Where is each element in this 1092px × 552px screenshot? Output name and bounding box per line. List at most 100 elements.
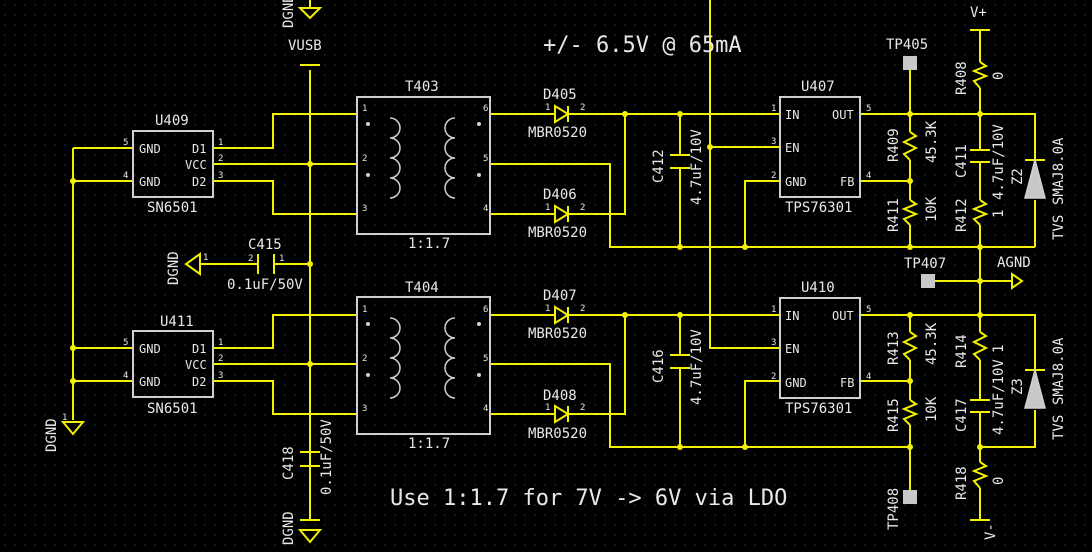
- r415-ref: R415: [886, 398, 902, 432]
- capacitor-c416[interactable]: C416 4.7uF/10V: [651, 329, 705, 405]
- svg-text:1: 1: [279, 254, 284, 264]
- note-annotation: Use 1:1.7 for 7V -> 6V via LDO: [390, 486, 787, 511]
- svg-text:1: 1: [545, 103, 550, 113]
- transformer-t404[interactable]: T404 1:1.7 1 2 3 6 5 4: [356, 280, 491, 452]
- c416-value: 4.7uF/10V: [689, 329, 705, 405]
- resistor-r415[interactable]: R415 10K: [886, 396, 940, 432]
- agnd-symbol: AGND: [997, 255, 1031, 290]
- u411-part: SN6501: [147, 401, 198, 417]
- u409-pin-gnd2: GND: [139, 175, 161, 189]
- r418-value: 0: [991, 477, 1007, 485]
- resistor-r408[interactable]: R408 0: [954, 61, 1007, 95]
- c418-ref: C418: [281, 446, 297, 480]
- dgnd-mid-symbol: DGND 1: [166, 251, 208, 285]
- svg-text:1: 1: [545, 304, 550, 314]
- pin-number: 2: [362, 354, 367, 364]
- u410-pin-in: IN: [785, 309, 799, 323]
- pin-number: 2: [218, 354, 223, 364]
- svg-text:1: 1: [203, 253, 208, 263]
- resistor-r413[interactable]: R413 45.3K: [886, 322, 940, 365]
- resistor-r412[interactable]: R412 1: [954, 198, 1007, 232]
- pin-number: 6: [483, 305, 488, 315]
- pin-number: 5: [866, 305, 871, 315]
- resistor-r418[interactable]: R418 0: [954, 461, 1007, 500]
- t404-ratio: 1:1.7: [408, 436, 450, 452]
- pin-number: 4: [866, 171, 871, 181]
- u409-ref: U409: [155, 113, 189, 129]
- pin-number: 4: [483, 404, 488, 414]
- capacitor-c417[interactable]: C417 4.7uF/10V: [954, 359, 1007, 435]
- u407-pin-out: OUT: [832, 108, 854, 122]
- pin-number: 5: [123, 138, 128, 148]
- z3-type: TVS: [1051, 415, 1067, 440]
- pin-number: 1: [362, 104, 367, 114]
- u410-pin-out: OUT: [832, 309, 854, 323]
- pin-number: 2: [218, 154, 223, 164]
- pin-number: 3: [362, 204, 367, 214]
- d405-part: MBR0520: [528, 125, 587, 141]
- driver-u411[interactable]: U411 SN6501 GND GND D1 VCC D2 5 4 1 2 3: [123, 314, 223, 417]
- vplus-symbol: V+: [970, 5, 990, 31]
- r415-value: 10K: [924, 396, 940, 422]
- r413-value: 45.3K: [924, 322, 940, 365]
- z2-type: TVS: [1051, 215, 1067, 240]
- u411-pin-vcc: VCC: [185, 358, 207, 372]
- pin-number: 2: [362, 154, 367, 164]
- r412-value: 1: [991, 210, 1007, 218]
- pin-number: 3: [771, 338, 776, 348]
- transformer-t403[interactable]: T403 1:1.7 1 2 3 6 5 4: [356, 79, 491, 252]
- capacitor-c418[interactable]: C418 0.1uF/50V: [281, 419, 335, 495]
- svg-text:2: 2: [580, 103, 585, 113]
- capacitor-c411[interactable]: C411 4.7uF/10V: [954, 124, 1007, 200]
- pin-number: 3: [218, 171, 223, 181]
- u411-ref: U411: [160, 314, 194, 330]
- pin-number: 1: [771, 104, 776, 114]
- regulator-u407[interactable]: U407 TPS76301 IN EN GND OUT FB 1 3 2 5 4: [771, 79, 871, 216]
- tvs-z3[interactable]: Z3 TVS SMAJ8.0A: [1010, 337, 1067, 440]
- d407-part: MBR0520: [528, 326, 587, 342]
- wires: [72, 0, 1036, 521]
- u410-part: TPS76301: [785, 401, 852, 417]
- pin-number: 4: [483, 204, 488, 214]
- tvs-z2[interactable]: Z2 TVS SMAJ8.0A: [1010, 137, 1067, 240]
- resistor-r414[interactable]: R414 1: [954, 331, 1007, 368]
- dgnd-bottom-symbol: DGND: [281, 511, 323, 545]
- pin-number: 1: [771, 305, 776, 315]
- title-annotation: +/- 6.5V @ 65mA: [543, 33, 742, 58]
- c412-value: 4.7uF/10V: [689, 129, 705, 205]
- resistor-r409[interactable]: R409 45.3K: [886, 120, 940, 163]
- testpoint-tp405[interactable]: TP405: [886, 37, 928, 80]
- dgnd-bottom-label: DGND: [281, 511, 297, 545]
- r414-ref: R414: [954, 334, 970, 368]
- resistor-r411[interactable]: R411 10K: [886, 196, 940, 232]
- c417-ref: C417: [954, 398, 970, 432]
- junctions: [70, 111, 983, 450]
- driver-u409[interactable]: U409 SN6501 GND GND D1 VCC D2 5 4 1 2 3: [123, 113, 223, 216]
- pin-number: 2: [771, 372, 776, 382]
- u407-pin-fb: FB: [840, 175, 854, 189]
- dgnd-mid-label: DGND: [166, 251, 182, 285]
- z3-ref: Z3: [1010, 378, 1026, 395]
- vplus-label: V+: [970, 5, 987, 21]
- regulator-u410[interactable]: U410 TPS76301 IN EN GND OUT FB 1 3 2 5 4: [771, 280, 871, 417]
- r412-ref: R412: [954, 198, 970, 232]
- testpoint-tp408[interactable]: TP408: [886, 480, 917, 530]
- r413-ref: R413: [886, 331, 902, 365]
- testpoint-tp407[interactable]: TP407: [904, 256, 946, 288]
- u409-pin-d2: D2: [192, 175, 206, 189]
- capacitor-c415[interactable]: C415 0.1uF/50V 2 1: [227, 237, 303, 293]
- c417-value: 4.7uF/10V: [991, 359, 1007, 435]
- pin-number: 1: [218, 338, 223, 348]
- dgnd-left-label: DGND: [44, 418, 60, 452]
- pin-number: 5: [123, 338, 128, 348]
- pin-number: 4: [866, 372, 871, 382]
- u407-pin-gnd: GND: [785, 175, 807, 189]
- u411-pin-gnd2: GND: [139, 375, 161, 389]
- capacitor-c412[interactable]: C412 4.7uF/10V: [651, 129, 705, 205]
- svg-text:2: 2: [580, 403, 585, 413]
